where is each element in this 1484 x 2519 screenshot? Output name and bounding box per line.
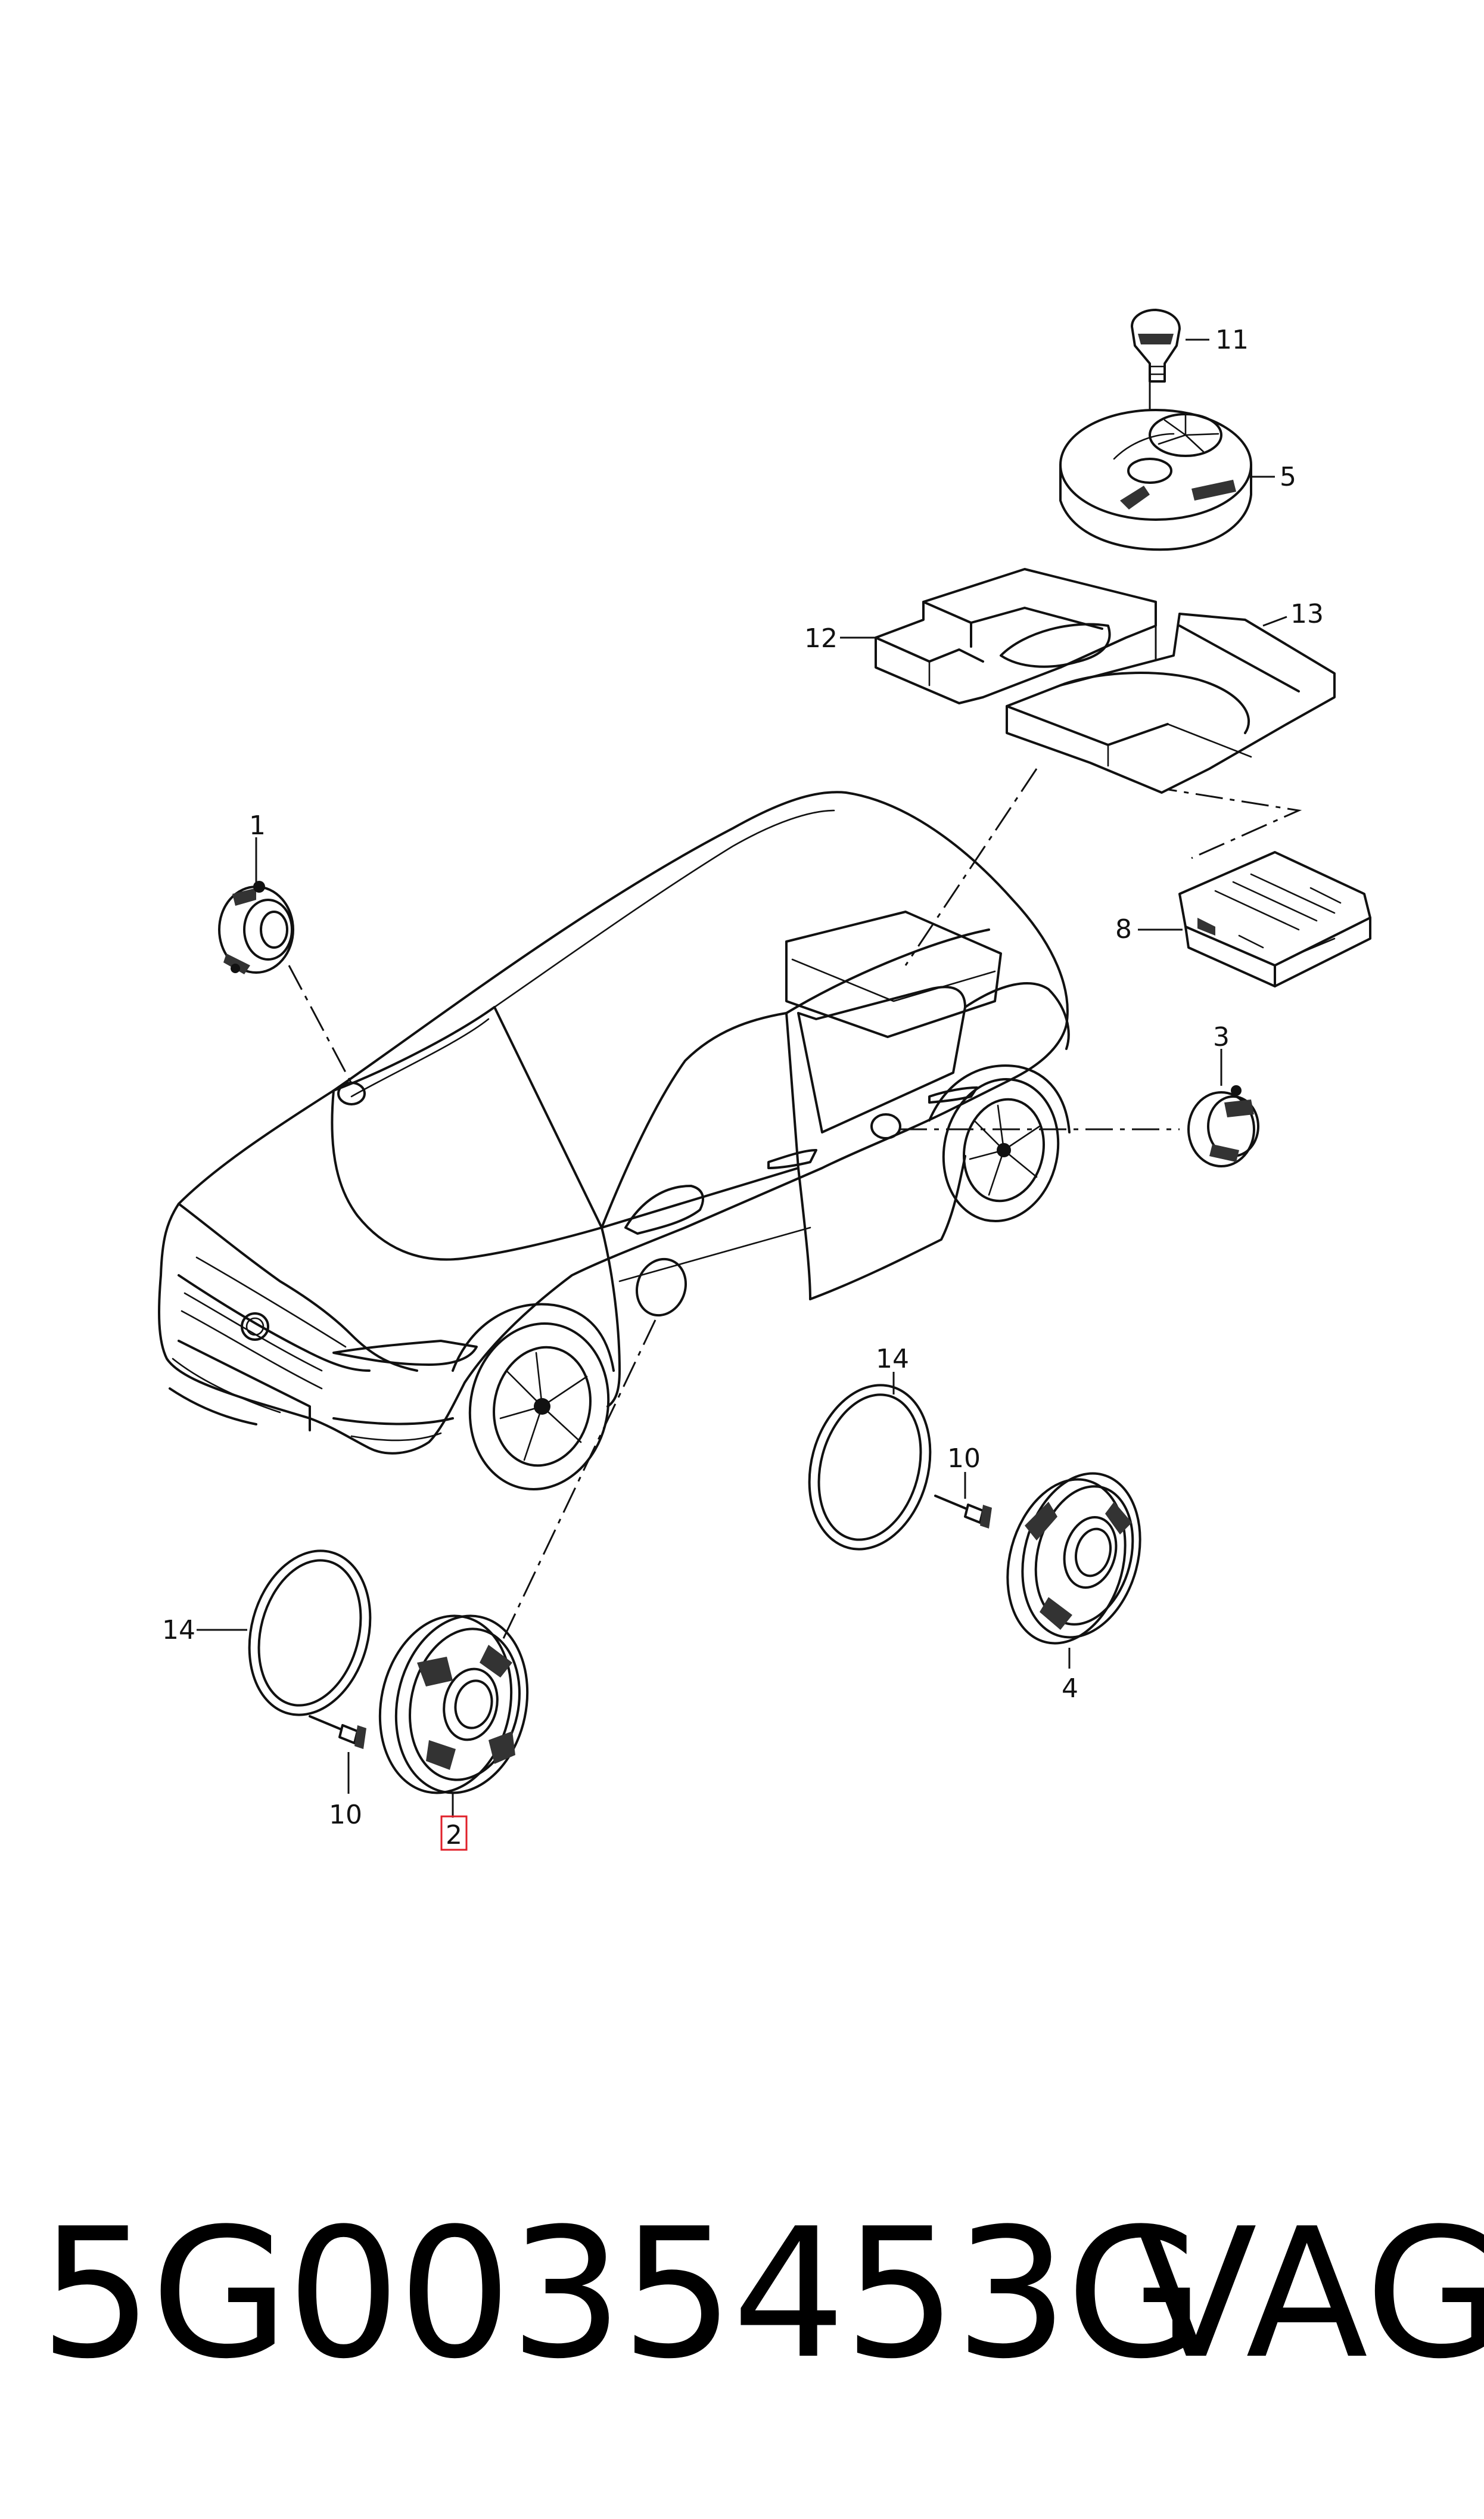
callout-12: 12 — [804, 623, 838, 654]
brand-name: VAG — [1135, 2190, 1484, 2398]
callout-14-left: 14 — [162, 1615, 195, 1645]
part-10-rivet-left — [309, 1715, 366, 1794]
part-10-rivet-right — [934, 1472, 992, 1529]
car-illustration — [158, 791, 1071, 1491]
part-11-connector — [1131, 309, 1209, 383]
part-2-door-speaker — [378, 1614, 529, 1818]
callout-4: 4 — [1062, 1673, 1078, 1704]
reference-lines — [288, 381, 1302, 1645]
callout-8: 8 — [1115, 914, 1132, 945]
highlighted-callout-box — [440, 1815, 468, 1851]
part-3-tweeter — [1187, 1049, 1259, 1167]
part-12-foam-insert — [840, 568, 1157, 704]
callout-5: 5 — [1280, 462, 1296, 492]
part-14-seal-ring-right — [808, 1372, 932, 1551]
part-5-spare-wheel-speaker — [1059, 409, 1275, 551]
part-number: 5G0035453G — [39, 2190, 1205, 2398]
callout-13: 13 — [1290, 599, 1324, 629]
part-4-door-speaker — [1006, 1472, 1141, 1669]
callout-11: 11 — [1215, 325, 1249, 355]
part-8-amplifier — [1138, 851, 1371, 987]
callout-labels: 1 2 3 4 5 8 10 10 11 12 13 14 14 — [162, 325, 1324, 1850]
callout-14-right: 14 — [876, 1344, 909, 1374]
callout-2: 2 — [446, 1820, 462, 1850]
callout-10-left: 10 — [329, 1800, 362, 1830]
callout-3: 3 — [1213, 1022, 1230, 1052]
part-1-tweeter — [218, 837, 294, 974]
callout-1: 1 — [249, 810, 266, 841]
callout-10-right: 10 — [947, 1443, 981, 1474]
part-14-seal-ring-left — [197, 1549, 372, 1716]
part-13-foam-insert — [1006, 613, 1336, 794]
